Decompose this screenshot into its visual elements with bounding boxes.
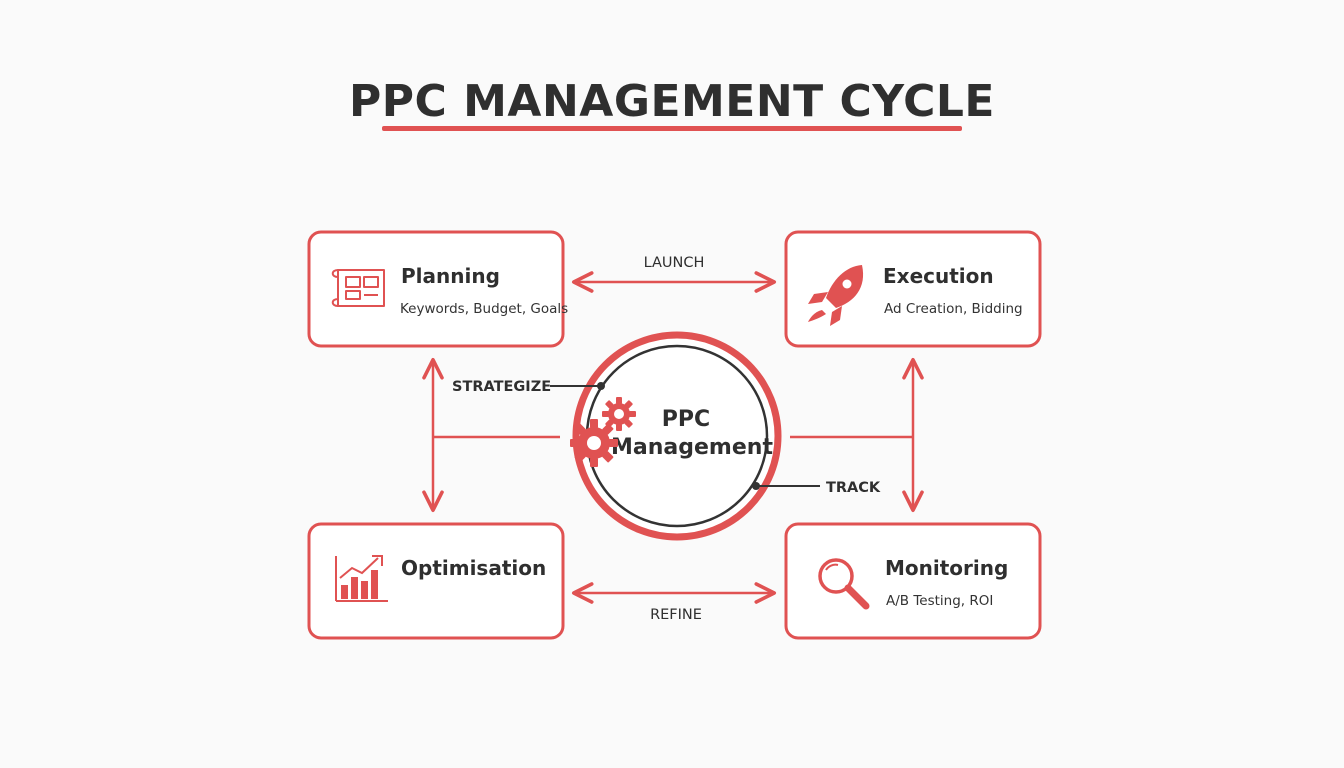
card-optimisation-title: Optimisation (401, 556, 546, 580)
rocket-icon (808, 265, 864, 326)
center-title-line1: PPC (662, 407, 710, 432)
card-execution-frame (784, 230, 1042, 348)
gears-icon (570, 397, 636, 467)
card-planning-frame (307, 230, 565, 348)
card-monitoring-subtitle: A/B Testing, ROI (886, 593, 993, 609)
card-execution: Execution Ad Creation, Bidding (784, 230, 1042, 348)
card-planning-subtitle: Keywords, Budget, Goals (400, 301, 568, 317)
refine-label: REFINE (650, 607, 702, 623)
strategize-label: STRATEGIZE (452, 379, 551, 395)
track-label: TRACK (826, 480, 881, 496)
card-planning: Planning Keywords, Budget, Goals (307, 230, 568, 348)
strategize-dot (597, 382, 605, 390)
card-monitoring: Monitoring A/B Testing, ROI (784, 522, 1042, 640)
bar-chart-icon (335, 555, 388, 602)
center-hub: PPC Management (570, 331, 782, 541)
center-title-line2: Management (611, 435, 773, 460)
launch-label: LAUNCH (644, 255, 705, 271)
card-optimisation-frame (307, 522, 565, 640)
title-underline (382, 126, 962, 131)
blueprint-icon (331, 269, 385, 307)
card-monitoring-title: Monitoring (885, 556, 1008, 580)
card-planning-title: Planning (401, 264, 500, 288)
card-execution-subtitle: Ad Creation, Bidding (884, 301, 1023, 317)
card-execution-title: Execution (883, 264, 994, 288)
card-monitoring-frame (784, 522, 1042, 640)
center-outer-ring (572, 331, 782, 541)
magnifier-icon (818, 558, 870, 610)
page-title: PPC MANAGEMENT CYCLE (349, 76, 995, 127)
card-optimisation: Optimisation (307, 522, 565, 640)
